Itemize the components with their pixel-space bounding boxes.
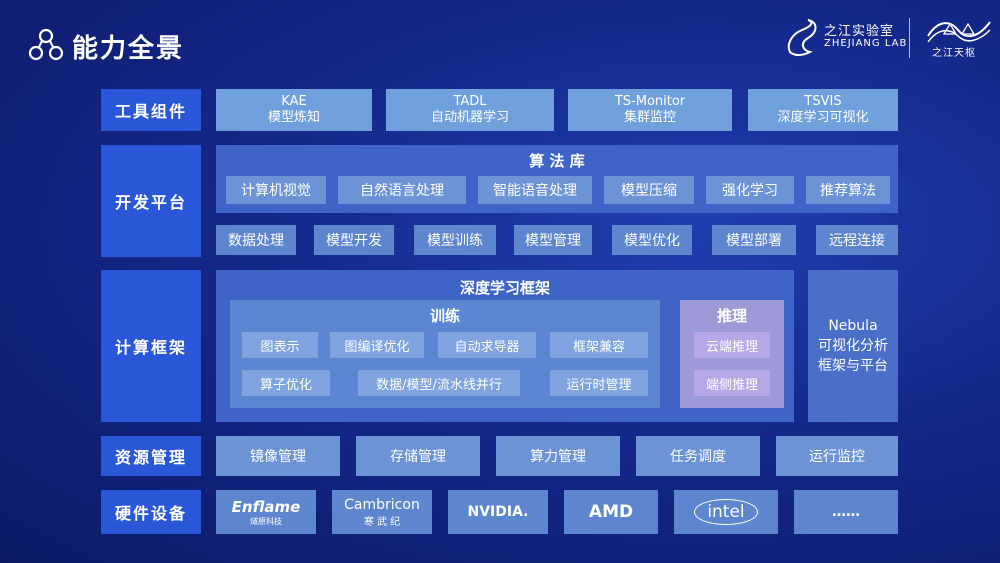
tool-desc: 自动机器学习 bbox=[430, 110, 509, 125]
cambricon-sub: 寒 武 纪 bbox=[363, 516, 401, 528]
training-item: 数据/模型/流水线并行 bbox=[358, 370, 520, 396]
training-item: 图编译优化 bbox=[330, 332, 424, 358]
dev-item: 数据处理 bbox=[216, 225, 296, 255]
dev-item: 模型管理 bbox=[514, 225, 592, 255]
algo-item: 强化学习 bbox=[706, 176, 794, 204]
tool-desc: 模型炼知 bbox=[267, 110, 320, 125]
training-title: 训练 bbox=[429, 306, 460, 325]
tianshu-logo-icon bbox=[927, 21, 991, 43]
nebula-line3: 框架与平台 bbox=[818, 358, 888, 374]
nebula-panel: Nebula 可视化分析 框架与平台 bbox=[808, 270, 898, 422]
training-item: 算子优化 bbox=[242, 370, 330, 396]
training-item: 图表示 bbox=[242, 332, 318, 358]
training-item: 框架兼容 bbox=[550, 332, 648, 358]
hardware-enflame-logo: Enflame 燧原科技 bbox=[216, 490, 316, 534]
tool-tsvis: TSVIS 深度学习可视化 bbox=[748, 89, 898, 131]
resource-item: 运行监控 bbox=[776, 436, 898, 476]
inference-item: 云端推理 bbox=[694, 332, 770, 358]
training-item: 自动求导器 bbox=[438, 332, 536, 358]
nebula-line2: 可视化分析 bbox=[818, 338, 888, 354]
hardware-cambricon-logo: Cambricon 寒 武 纪 bbox=[332, 490, 432, 534]
dev-item: 模型开发 bbox=[314, 225, 394, 255]
tool-desc: 深度学习可视化 bbox=[777, 110, 869, 125]
amd-name: AMD bbox=[588, 502, 634, 522]
logo-divider bbox=[909, 18, 910, 58]
row-label-hardware: 硬件设备 bbox=[101, 490, 201, 534]
inference-title: 推理 bbox=[716, 306, 747, 325]
dev-item: 远程连接 bbox=[816, 225, 898, 255]
hardware-amd-logo: AMD bbox=[564, 490, 658, 534]
cambricon-name: Cambricon bbox=[344, 496, 420, 513]
nebula-name: Nebula bbox=[828, 318, 878, 334]
tool-name: TSVIS bbox=[804, 94, 842, 109]
row-label-compute-framework: 计算框架 bbox=[101, 270, 201, 422]
logo-english-name: ZHEJIANG LAB bbox=[824, 38, 908, 49]
tool-name: KAE bbox=[281, 94, 307, 109]
tool-tadl: TADL 自动机器学习 bbox=[386, 89, 554, 131]
framework-title: 深度学习框架 bbox=[459, 278, 550, 297]
training-item: 运行时管理 bbox=[550, 370, 648, 396]
resource-item: 任务调度 bbox=[636, 436, 760, 476]
hardware-more: …… bbox=[794, 490, 898, 534]
tool-name: TS-Monitor bbox=[614, 94, 686, 109]
logo-chinese-name: 之江实验室 bbox=[824, 24, 895, 39]
algo-item: 计算机视觉 bbox=[226, 176, 326, 204]
dev-item: 模型优化 bbox=[612, 225, 692, 255]
intel-name: intel bbox=[694, 499, 758, 525]
algo-item: 推荐算法 bbox=[806, 176, 890, 204]
tool-name: TADL bbox=[453, 94, 487, 109]
enflame-name: Enflame bbox=[231, 497, 301, 516]
resource-item: 算力管理 bbox=[496, 436, 620, 476]
hardware-nvidia-logo: NVIDIA. bbox=[448, 490, 548, 534]
inference-item: 端侧推理 bbox=[694, 370, 770, 396]
row-label-tools: 工具组件 bbox=[101, 89, 201, 131]
algo-item: 智能语音处理 bbox=[478, 176, 592, 204]
nvidia-name: NVIDIA. bbox=[467, 504, 529, 520]
resource-item: 镜像管理 bbox=[216, 436, 340, 476]
network-icon bbox=[28, 28, 64, 61]
enflame-sub: 燧原科技 bbox=[250, 516, 282, 526]
tianshu-logo-text: 之江天枢 bbox=[932, 48, 976, 59]
page-title: 能力全景 bbox=[72, 34, 185, 64]
tool-ts-monitor: TS-Monitor 集群监控 bbox=[568, 89, 732, 131]
row-label-dev-platform: 开发平台 bbox=[101, 145, 201, 257]
tool-kae: KAE 模型炼知 bbox=[216, 89, 372, 131]
algorithm-library-title: 算 法 库 bbox=[529, 151, 585, 170]
zhejiang-lab-logo-icon bbox=[787, 19, 817, 56]
dev-item: 模型部署 bbox=[712, 225, 796, 255]
algo-item: 自然语言处理 bbox=[338, 176, 466, 204]
row-label-resource-management: 资源管理 bbox=[101, 436, 201, 476]
dev-item: 模型训练 bbox=[414, 225, 496, 255]
algo-item: 模型压缩 bbox=[604, 176, 694, 204]
tool-desc: 集群监控 bbox=[623, 110, 676, 125]
hardware-intel-logo: intel bbox=[674, 490, 778, 534]
resource-item: 存储管理 bbox=[356, 436, 480, 476]
